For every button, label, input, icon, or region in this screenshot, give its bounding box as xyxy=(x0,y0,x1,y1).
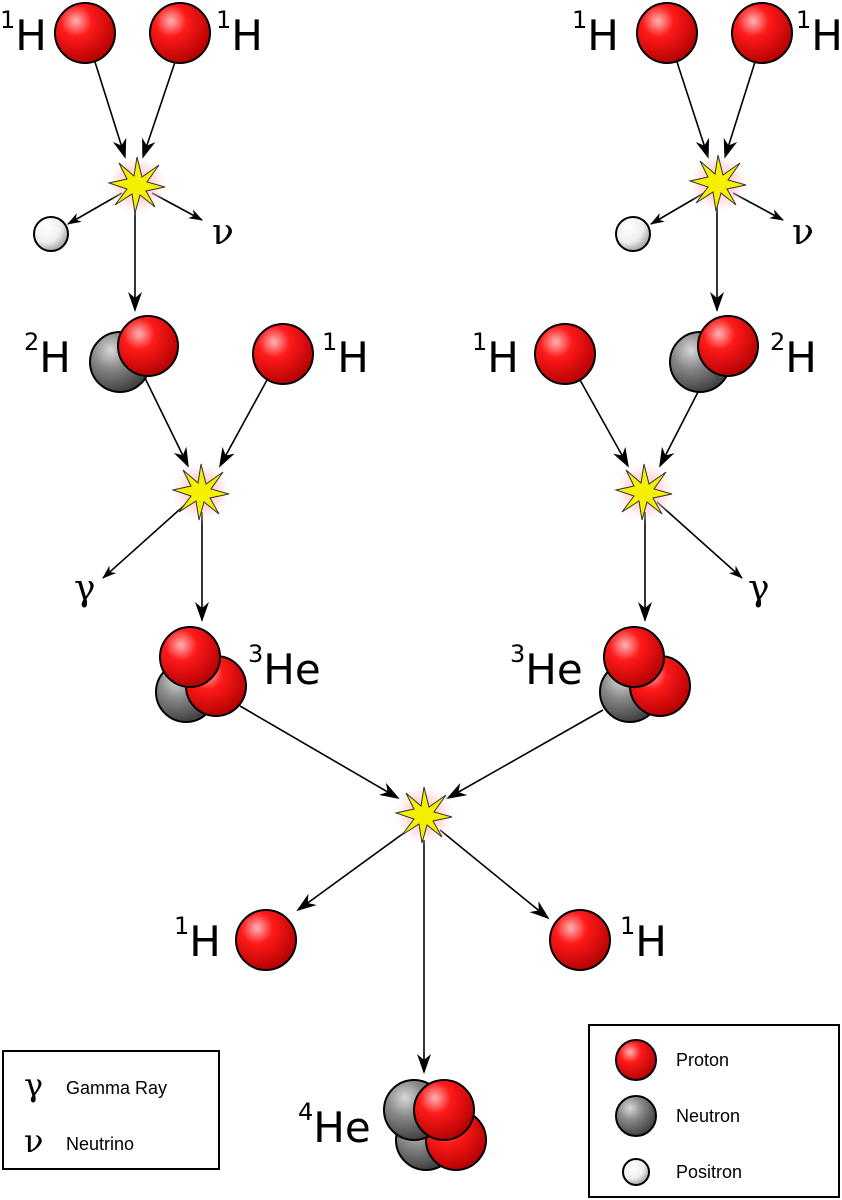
arrow-icon xyxy=(239,705,400,800)
legend-proton-label: Proton xyxy=(676,1050,729,1070)
arrow-icon xyxy=(219,379,268,468)
positron-icon xyxy=(615,216,651,252)
arrow-icon xyxy=(656,501,743,579)
isotope-label-h1: 1H xyxy=(0,6,47,60)
reaction-arrows xyxy=(67,61,784,1074)
legend-particles: Proton Neutron Positron xyxy=(588,1024,840,1198)
isotope-label-h1: 1H xyxy=(572,6,619,60)
proton-icon xyxy=(534,323,596,385)
arrow-icon xyxy=(676,61,710,159)
isotope-label-h1: 1H xyxy=(796,6,842,60)
arrow-icon xyxy=(142,61,176,159)
isotope-label-h1: 1H xyxy=(472,328,519,382)
isotope-labels: 1H 1H 1H 1H ν ν 2H 1H 1H 2H γ γ 3He 3He … xyxy=(0,6,842,1152)
proton-icon xyxy=(615,1039,657,1081)
fusion-flash-icon xyxy=(105,153,169,217)
arrow-icon xyxy=(296,829,409,912)
neutrino-label: ν xyxy=(792,212,814,253)
helium-4-nucleus xyxy=(383,1079,487,1171)
fusion-flash-icon xyxy=(612,460,676,524)
isotope-label-h2: 2H xyxy=(770,328,817,382)
legend-gamma-symbol: γ xyxy=(24,1066,43,1104)
arrow-icon xyxy=(439,829,550,920)
legend-neutrino-label: Neutrino xyxy=(66,1134,134,1154)
gamma-label: γ xyxy=(748,568,770,609)
arrow-icon xyxy=(659,391,699,468)
proton-icon xyxy=(697,315,759,377)
fusion-flash-icon xyxy=(169,460,233,524)
arrow-icon xyxy=(723,61,756,159)
helium-3-nucleus xyxy=(599,626,691,723)
arrow-icon xyxy=(102,501,189,579)
proton-icon xyxy=(603,626,665,688)
proton-icon xyxy=(413,1079,475,1141)
neutrino-label: ν xyxy=(212,212,234,253)
proton-icon xyxy=(159,626,221,688)
proton-icon xyxy=(636,2,698,64)
helium-3-nucleus xyxy=(155,626,247,723)
positron-icon xyxy=(33,216,69,252)
proton-icon xyxy=(54,2,116,64)
isotope-label-h1: 1H xyxy=(620,912,667,966)
fusion-flash-icon xyxy=(392,783,456,847)
proton-icon xyxy=(149,2,211,64)
legend-gamma-label: Gamma Ray xyxy=(66,1078,167,1098)
arrow-icon xyxy=(579,379,629,468)
gamma-label: γ xyxy=(74,568,96,609)
proton-icon xyxy=(252,323,314,385)
isotope-label-he3: 3He xyxy=(248,640,321,694)
isotope-label-h1: 1H xyxy=(174,912,221,966)
legend-neutrino-symbol: ν xyxy=(24,1122,43,1160)
proton-icon xyxy=(117,315,179,377)
fusion-flash-icon xyxy=(686,151,750,215)
arrow-icon xyxy=(94,61,127,159)
proton-icon xyxy=(731,2,793,64)
proton-icon xyxy=(549,909,611,971)
isotope-label-he4: 4He xyxy=(298,1098,371,1152)
isotope-label-h1: 1H xyxy=(322,328,369,382)
isotope-label-h1: 1H xyxy=(216,6,263,60)
arrow-icon xyxy=(144,377,189,468)
isotope-label-h2: 2H xyxy=(24,328,71,382)
positron-icon xyxy=(622,1158,650,1186)
deuterium-nucleus xyxy=(89,315,179,393)
arrow-icon xyxy=(446,709,604,799)
proton-icon xyxy=(235,909,297,971)
legend-symbols: γ Gamma Ray ν Neutrino xyxy=(2,1050,220,1170)
legend-positron-label: Positron xyxy=(676,1162,742,1182)
isotope-label-he3: 3He xyxy=(510,640,583,694)
neutron-icon xyxy=(615,1095,657,1137)
legend-neutron-label: Neutron xyxy=(676,1106,740,1126)
deuterium-nucleus xyxy=(669,315,759,393)
